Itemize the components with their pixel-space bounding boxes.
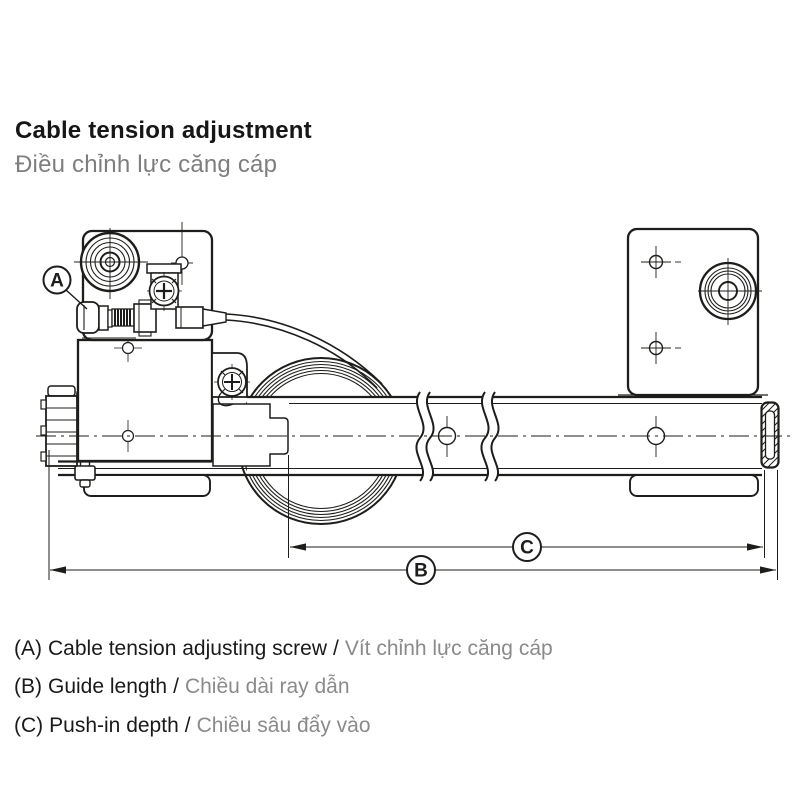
left-pulley (74, 228, 148, 299)
arrowhead-left-icon (50, 566, 66, 574)
plate-hole (641, 332, 681, 364)
legend-b-separator: / (173, 675, 179, 699)
legend-c-separator: / (184, 713, 191, 737)
legend-a-vietnamese: Vít chỉnh lực căng cáp (344, 637, 553, 660)
legend-b-prefix: (B) (14, 675, 42, 699)
legend-c-prefix: (C) (14, 713, 44, 737)
right-mounting-plate (618, 227, 768, 397)
callout-b-label: B (414, 561, 428, 582)
legend-b-vietnamese: Chiều dài ray dẫn (184, 675, 350, 699)
body-hole (114, 336, 142, 362)
legend-a-prefix: (A) (14, 637, 42, 660)
callout-a-label: A (50, 271, 64, 292)
legend-b-english: Guide length (48, 675, 168, 699)
tension-cable (225, 313, 383, 389)
legend-item-b: (B)Guide length/Chiều dài ray dẫn (14, 668, 553, 706)
title-vietnamese: Điều chỉnh lực căng cáp (15, 150, 278, 178)
dimension-b: B (48, 450, 778, 585)
arrowhead-left-icon (290, 543, 306, 551)
legend: (A)Cable tension adjusting screw/Vít chỉ… (14, 630, 553, 745)
callout-a: A (42, 265, 88, 310)
screw-thread (111, 308, 135, 327)
legend-c-english: Push-in depth (49, 713, 179, 737)
legend-c-vietnamese: Chiều sâu đẩy vào (196, 713, 371, 737)
arrowhead-right-icon (747, 543, 763, 551)
carriage-body (58, 336, 248, 463)
right-foot-tab (629, 474, 759, 497)
lower-guide-screw (214, 364, 250, 407)
legend-item-a: (A) Cable tension adjusting screw /Vít chỉ… (14, 630, 553, 668)
cable-connector (175, 306, 227, 329)
tension-screw-assembly (76, 299, 157, 339)
section-title: Cable tension adjustment Điều chỉnh lực … (15, 117, 312, 180)
screw-head (76, 301, 100, 334)
rail-left-bracket (212, 403, 289, 467)
plate-hole (641, 246, 681, 278)
callout-c-label: C (520, 538, 534, 559)
right-pulley (698, 258, 762, 325)
legend-a-english: Cable tension adjusting screw (48, 637, 327, 660)
rail-end-cap (760, 401, 780, 469)
title-english: Cable tension adjustment (15, 117, 312, 144)
legend-a-separator: / (333, 637, 339, 660)
left-foot-tab (83, 474, 211, 497)
legend-item-c: (C)Push-in depth/Chiều sâu đẩy vào (14, 707, 553, 745)
dimension-c: C (288, 455, 765, 562)
upper-guide-screw (146, 263, 182, 311)
arrowhead-right-icon (760, 566, 776, 574)
